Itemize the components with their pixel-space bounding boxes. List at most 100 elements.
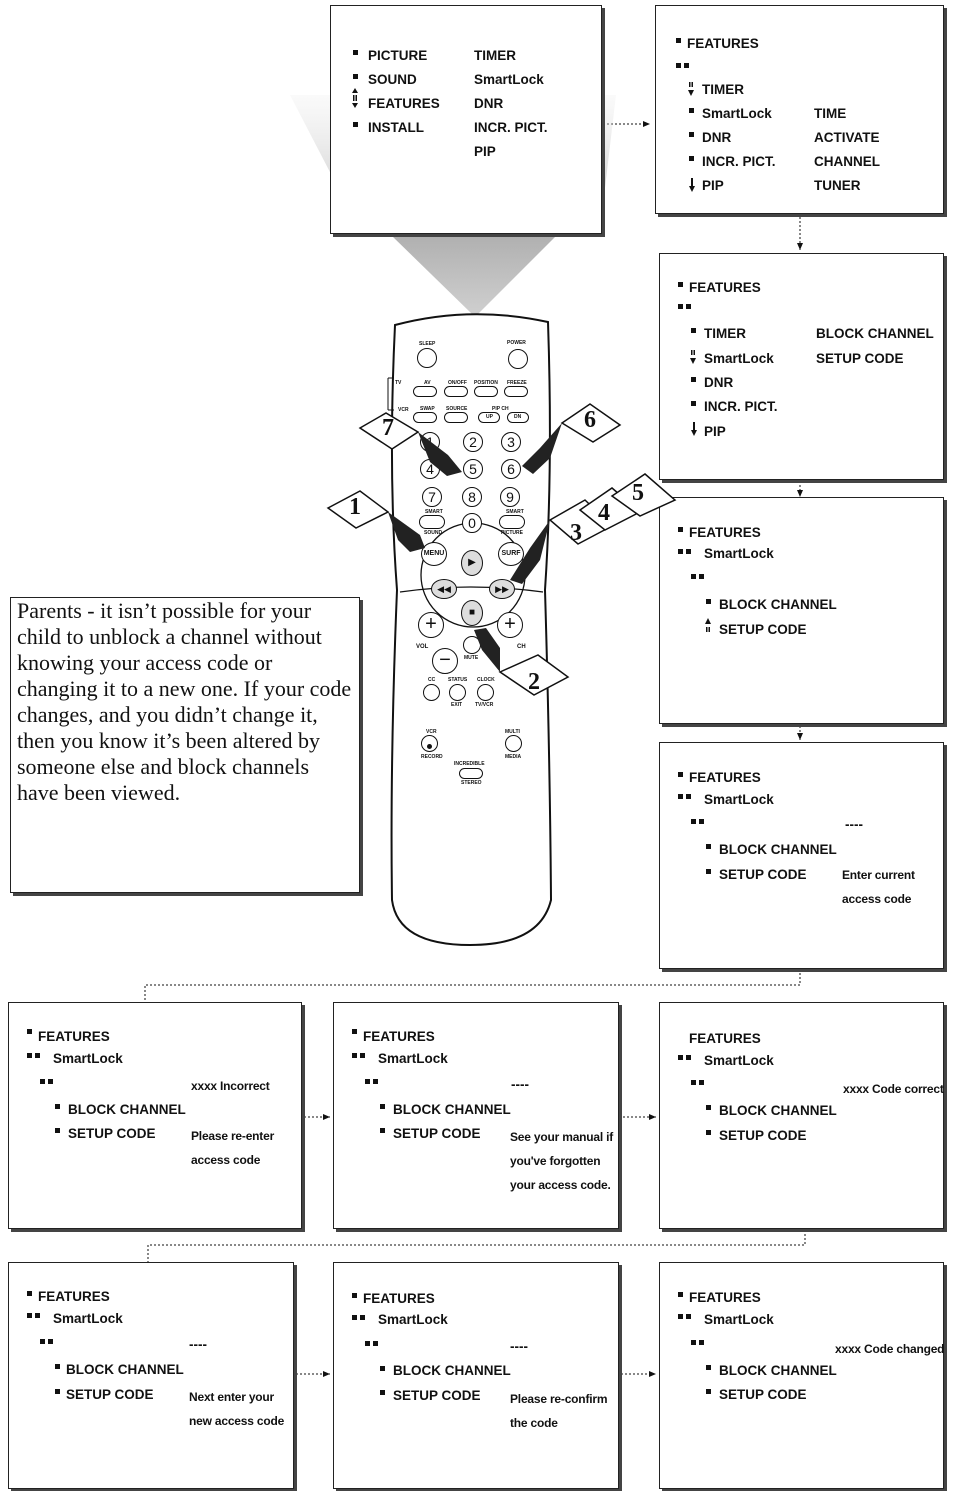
volume-down-button[interactable]: − <box>432 648 458 674</box>
cc-button[interactable] <box>423 684 440 701</box>
bullet <box>27 1313 32 1318</box>
swap-label: SWAP <box>420 406 435 412</box>
step-7-label: 7 <box>382 415 394 441</box>
menu-item-features: FEATURES <box>368 96 440 111</box>
message-line-1: Please re-enter <box>191 1129 275 1143</box>
swap-button[interactable] <box>413 412 437 423</box>
sleep-button[interactable] <box>417 348 437 368</box>
cursor-down-button[interactable]: ■ <box>461 600 483 626</box>
menu-item-picture: PICTURE <box>368 48 428 63</box>
down-arrow-icon <box>688 82 694 96</box>
features-title: FEATURES <box>38 1029 110 1044</box>
smartlock-menu-screen: FEATURES TIMER SmartLock DNR INCR. PICT.… <box>659 253 944 480</box>
digit-6-button[interactable]: 6 <box>501 459 521 479</box>
bullet <box>689 108 694 113</box>
pip-ch-up-button[interactable]: UP <box>478 412 500 423</box>
timer-sub-channel: CHANNEL <box>814 154 880 169</box>
features-item-smartlock: SmartLock <box>702 106 772 121</box>
submenu-dnr: DNR <box>474 96 504 111</box>
source-button[interactable] <box>444 412 468 423</box>
features-title: FEATURES <box>689 1031 761 1046</box>
smart-picture-label-top: SMART <box>506 509 524 515</box>
position-label: POSITION <box>474 380 498 386</box>
message-line-2: access code <box>191 1153 261 1167</box>
status-label: STATUS <box>448 677 468 683</box>
vcr-record-button[interactable] <box>421 735 438 752</box>
code-correct-screen: FEATURES SmartLock xxxx Code correct BLO… <box>659 1002 944 1229</box>
bullet <box>678 282 683 287</box>
volume-up-button[interactable]: + <box>418 612 444 638</box>
bullet <box>689 132 694 137</box>
up-down-arrow-icon <box>690 350 696 364</box>
bullet <box>380 1366 385 1371</box>
digit-9-button[interactable]: 9 <box>500 487 520 507</box>
down-arrow-icon <box>689 178 695 192</box>
bullet <box>48 1079 53 1084</box>
clock-button[interactable] <box>477 684 494 701</box>
smartlock-title: SmartLock <box>53 1311 123 1326</box>
item-setup-code: SETUP CODE <box>719 1387 807 1402</box>
channel-up-button[interactable]: + <box>497 612 523 638</box>
smartlock-sub-block-channel: BLOCK CHANNEL <box>816 326 934 341</box>
step-6-label: 6 <box>584 407 596 433</box>
item-block-channel: BLOCK CHANNEL <box>66 1362 184 1377</box>
digit-7-button[interactable]: 7 <box>422 487 442 507</box>
code-field: xxxx Incorrect <box>191 1079 270 1093</box>
pip-ch-down-button[interactable]: DN <box>507 412 529 423</box>
digit-3-button[interactable]: 3 <box>501 432 521 452</box>
bullet <box>678 1314 683 1319</box>
step-3-label: 3 <box>570 520 582 546</box>
digit-5-button[interactable]: 5 <box>463 459 483 479</box>
bullet <box>27 1053 32 1058</box>
cursor-up-button[interactable]: ▶ <box>461 550 483 576</box>
item-block-channel: BLOCK CHANNEL <box>393 1363 511 1378</box>
power-button[interactable] <box>508 349 528 369</box>
menu-button[interactable]: MENU <box>421 542 447 566</box>
features-item-incr-pict: INCR. PICT. <box>702 154 776 169</box>
bullet <box>353 50 358 55</box>
bullet <box>691 574 696 579</box>
status-exit-button[interactable] <box>449 684 466 701</box>
code-field: ---- <box>845 817 863 832</box>
bullet <box>373 1079 378 1084</box>
bullet <box>676 63 681 68</box>
bullet <box>686 1314 691 1319</box>
item-setup-code: SETUP CODE <box>393 1388 481 1403</box>
bullet <box>706 1389 711 1394</box>
pip-up-label: UP <box>486 414 493 420</box>
features-item-smartlock: SmartLock <box>704 351 774 366</box>
step-5-label: 5 <box>632 480 644 506</box>
cc-label: CC <box>428 677 436 683</box>
bullet <box>706 1365 711 1370</box>
timer-sub-time: TIME <box>814 106 847 121</box>
features-item-timer: TIMER <box>702 82 744 97</box>
digit-2-button[interactable]: 2 <box>463 432 483 452</box>
cursor-right-button[interactable]: ▶▶ <box>489 579 515 599</box>
multimedia-button[interactable] <box>505 735 522 752</box>
cursor-left-button[interactable]: ◀◀ <box>431 579 457 599</box>
position-button[interactable] <box>474 386 498 397</box>
pip-onoff-button[interactable] <box>444 386 468 397</box>
bullet <box>676 38 681 43</box>
bullet <box>678 772 683 777</box>
smartlock-title: SmartLock <box>704 1053 774 1068</box>
smart-picture-button[interactable] <box>499 515 525 529</box>
av-button[interactable] <box>413 386 437 397</box>
smartlock-title: SmartLock <box>704 546 774 561</box>
av-label: AV <box>424 380 431 386</box>
digit-8-button[interactable]: 8 <box>462 487 482 507</box>
item-block-channel: BLOCK CHANNEL <box>719 597 837 612</box>
smart-sound-button[interactable] <box>419 515 445 529</box>
bullet <box>373 1341 378 1346</box>
features-menu-screen: FEATURES TIMER SmartLock DNR INCR. PICT.… <box>655 5 944 214</box>
surf-button[interactable]: SURF <box>498 542 524 566</box>
message-line-1: Please re-confirm <box>510 1392 608 1406</box>
freeze-button[interactable] <box>504 386 528 397</box>
bullet <box>352 1293 357 1298</box>
message-line-2: the code <box>510 1416 558 1430</box>
smart-sound-label-top: SMART <box>425 509 443 515</box>
incredible-label: INCREDIBLE <box>454 761 485 767</box>
incredible-stereo-button[interactable] <box>459 768 483 779</box>
bullet <box>380 1104 385 1109</box>
digit-0-button[interactable]: 0 <box>462 513 482 533</box>
